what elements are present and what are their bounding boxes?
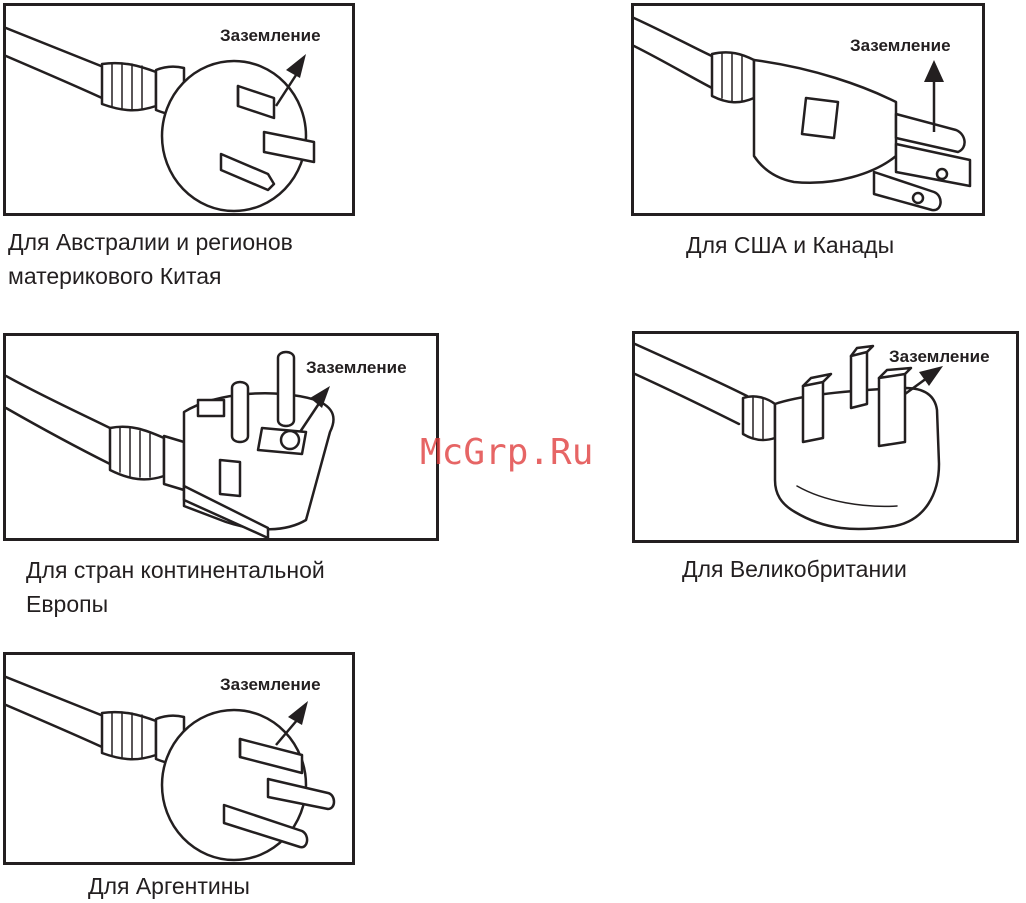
plug-panel-usa: Заземление <box>631 3 985 216</box>
caption-uk-line1: Для Великобритании <box>682 552 907 586</box>
plug-panel-europe: Заземление <box>3 333 439 541</box>
ground-label: Заземление <box>889 347 990 367</box>
caption-usa-line1: Для США и Канады <box>686 228 894 262</box>
ground-label: Заземление <box>220 675 321 695</box>
ground-label: Заземление <box>220 26 321 46</box>
caption-australia-line1: Для Австралии и регионов <box>8 225 293 259</box>
caption-europe-line1: Для стран континентальной <box>26 553 325 587</box>
watermark-text: McGrp.Ru <box>420 432 593 473</box>
caption-australia-line2: материкового Китая <box>8 259 222 293</box>
caption-europe-line2: Европы <box>26 587 108 621</box>
plug-panel-australia: Заземление <box>3 3 355 216</box>
caption-argentina-line1: Для Аргентины <box>88 869 250 903</box>
plug-panel-uk: Заземление <box>632 331 1019 543</box>
plug-panel-argentina: Заземление <box>3 652 355 865</box>
ground-label: Заземление <box>850 36 951 56</box>
ground-label: Заземление <box>306 358 407 378</box>
